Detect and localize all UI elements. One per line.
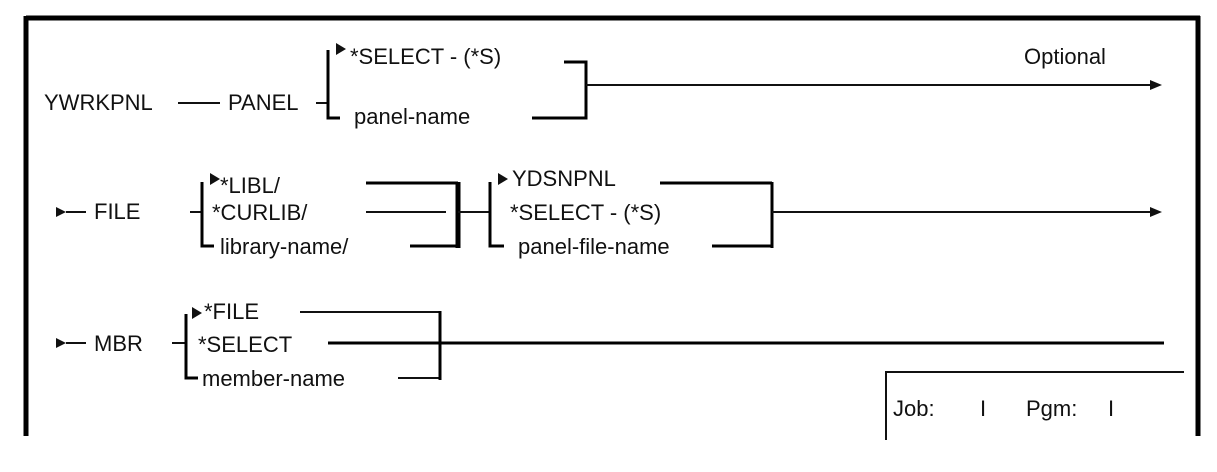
continue-arrow-icon	[1150, 207, 1162, 217]
panel-keyword: PANEL	[228, 90, 299, 115]
library-option-libl: *LIBL/	[220, 173, 281, 198]
command-name: YWRKPNL	[44, 90, 153, 115]
member-option-name: member-name	[202, 366, 345, 391]
diagram-border	[23, 15, 1201, 436]
pgm-value: I	[1108, 396, 1114, 421]
start-arrow-icon	[56, 338, 66, 348]
file-option-name: panel-file-name	[518, 234, 670, 259]
default-arrow-icon	[498, 173, 508, 185]
choice-bracket-left	[326, 50, 340, 120]
panel-option-default: *SELECT - (*S)	[350, 44, 501, 69]
member-option-file: *FILE	[204, 299, 259, 324]
file-option-select: *SELECT - (*S)	[510, 200, 661, 225]
continue-arrow-icon	[1150, 80, 1162, 90]
library-option-curlib: *CURLIB/	[212, 200, 308, 225]
job-label: Job:	[893, 396, 935, 421]
library-bracket-left	[200, 182, 214, 248]
mbr-keyword: MBR	[94, 331, 143, 356]
default-arrow-icon	[336, 43, 346, 55]
job-pgm-box: Job: I Pgm: I	[885, 371, 1184, 440]
default-arrow-icon	[210, 173, 220, 185]
library-option-name: library-name/	[220, 234, 349, 259]
file-keyword: FILE	[94, 199, 140, 224]
mbr-row: MBR *FILE *SELECT member-name	[56, 299, 1164, 391]
optional-label: Optional	[1024, 44, 1106, 69]
pgm-label: Pgm:	[1026, 396, 1077, 421]
choice-bracket-right	[532, 60, 588, 120]
file-bracket-left	[488, 182, 504, 248]
panel-row: YWRKPNL PANEL *SELECT - (*S) panel-name …	[44, 43, 1162, 129]
file-row: FILE *LIBL/ *CURLIB/ library-name/ YDSNP…	[56, 166, 1162, 259]
job-value: I	[980, 396, 986, 421]
start-arrow-icon	[56, 207, 66, 217]
panel-option-name: panel-name	[354, 104, 470, 129]
member-option-select: *SELECT	[198, 332, 292, 357]
default-arrow-icon	[192, 307, 202, 319]
job-pgm-box-border	[885, 371, 1184, 440]
file-option-default: YDSNPNL	[512, 166, 616, 191]
member-bracket-left	[184, 314, 198, 380]
